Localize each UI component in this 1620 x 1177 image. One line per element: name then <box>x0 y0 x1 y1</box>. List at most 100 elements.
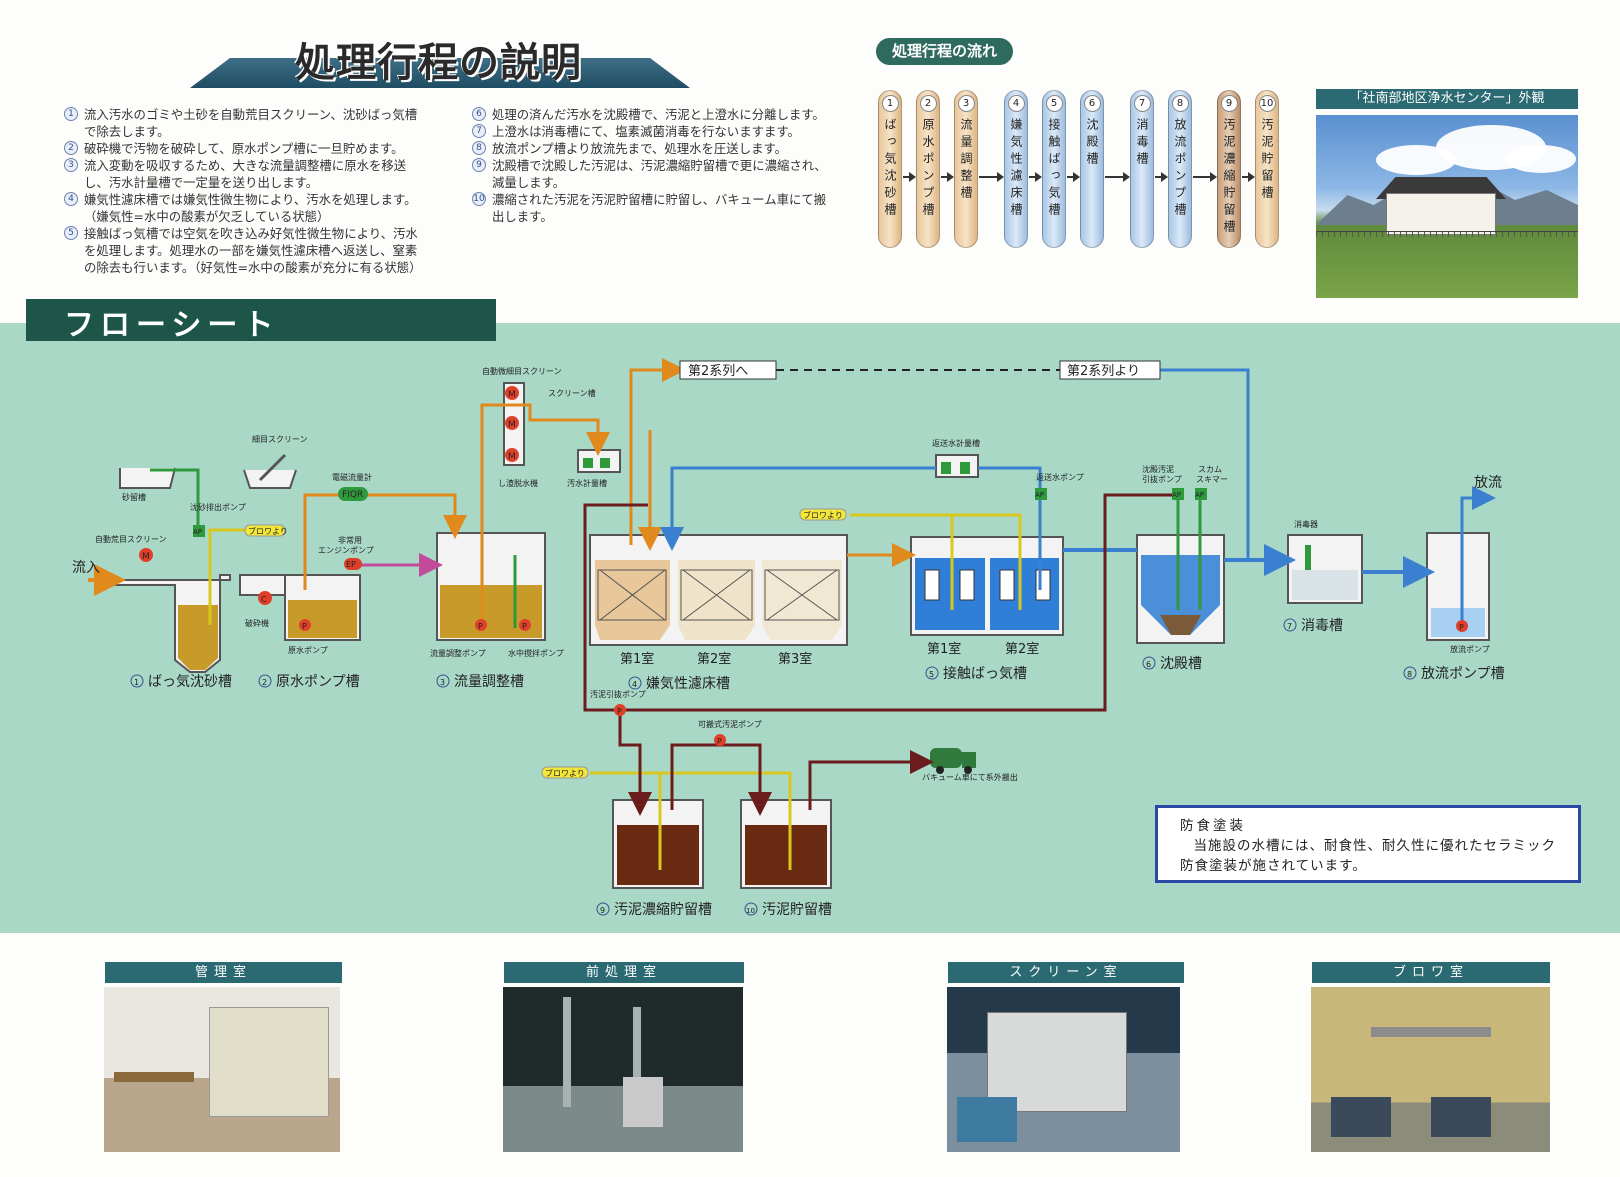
pipe-to-vacuum <box>808 750 934 810</box>
control-room-photo <box>104 987 340 1152</box>
air-pump-symbol: AP <box>1035 491 1044 499</box>
screen-tank-label: スクリーン槽 <box>548 388 596 398</box>
vacuum-truck-icon <box>930 748 976 774</box>
return-pump-label: 返送水ポンプ <box>1036 472 1084 482</box>
pump-symbol: P <box>302 622 307 631</box>
explanation-item: 4 嫌気性濾床槽では嫌気性微生物により、汚水を処理します。（嫌気性=水中の酸素が欠… <box>64 191 424 225</box>
pipe-outflow <box>1460 486 1496 630</box>
crusher-symbol: C <box>261 595 267 604</box>
aeration-room-1: 第1室 <box>927 641 961 657</box>
tank-captions: 1 ばっ気沈砂槽 2 原水ポンプ槽 3 流量調整槽 4 嫌気性濾床槽 5 接触ば… <box>130 618 1505 918</box>
step-number-badge: 8 <box>472 141 486 155</box>
step-number-badge: 2 <box>64 141 78 155</box>
step-number-badge: 9 <box>472 158 486 172</box>
step-number-badge: 3 <box>64 158 78 172</box>
to-series2-box <box>679 360 777 380</box>
motor-symbol: M <box>508 452 516 462</box>
flow-step-label: 接触ばっ気槽 <box>1047 118 1061 220</box>
discharge-pump-label: 放流ポンプ <box>1450 644 1490 654</box>
flow-adj-pump-label: 流量調整ポンプ <box>430 648 486 658</box>
from-series2-label: 第2系列より <box>1067 364 1140 379</box>
emergency-pump-label: エンジンポンプ <box>318 546 374 555</box>
tank-raw-pump <box>284 574 361 641</box>
flow-step-label: 汚泥濃縮貯留槽 <box>1222 118 1236 237</box>
flow-step-number: 3 <box>957 95 975 112</box>
flowmeter-label: 電磁流量計 <box>332 472 372 482</box>
flow-step-number: 4 <box>1007 95 1025 112</box>
sludge-pump-label: 引抜ポンプ <box>1142 474 1182 484</box>
tank-number: 8 <box>1407 670 1412 679</box>
tank-label: 嫌気性濾床槽 <box>646 676 730 692</box>
flow-arrow <box>1067 172 1080 182</box>
air-pump-symbol: AP <box>1172 491 1181 499</box>
flow-arrow <box>1242 172 1255 182</box>
flow-step-number: 9 <box>1220 95 1238 112</box>
auto-coarse-screen-label: 自動荒目スクリーン <box>95 534 167 544</box>
pipe <box>1371 1027 1491 1037</box>
crusher-label: 破砕機 <box>245 618 269 628</box>
pipe-air-aeration <box>850 513 1022 610</box>
scum-skimmer-label: スカム <box>1198 465 1222 474</box>
tank-number: 5 <box>929 670 934 679</box>
pipe-air-sludge <box>590 771 792 870</box>
tank-number: 2 <box>262 678 267 687</box>
step-number-badge: 4 <box>64 192 78 206</box>
return-meter-equipment <box>935 454 979 478</box>
tank-label: 沈殿槽 <box>1160 656 1202 672</box>
motor-symbol: M <box>508 390 516 400</box>
pump-symbols: P P P P P P C EP AP AP AP AP FIQR <box>193 487 1468 746</box>
step-number-badge: 5 <box>64 226 78 240</box>
inflow-label: 流入 <box>72 560 100 576</box>
flow-arrow <box>979 172 1004 182</box>
flow-arrow <box>1105 172 1130 182</box>
explanation-text: 嫌気性濾床槽では嫌気性微生物により、汚水を処理します。（嫌気性=水中の酸素が欠乏… <box>84 192 417 224</box>
motor-symbol: M <box>508 420 516 430</box>
equipment <box>623 1077 663 1127</box>
pump-symbol: P <box>617 707 622 716</box>
flow-step-number: 5 <box>1045 95 1063 112</box>
tank-number: 3 <box>440 678 445 687</box>
step-number-badge: 7 <box>472 124 486 138</box>
cloud <box>1506 145 1576 173</box>
explanation-text: 沈殿槽で沈殿した汚泥は、汚泥濃縮貯留槽で更に濃縮され、減量します。 <box>492 158 827 190</box>
process-flow-title: 処理行程の流れ <box>876 38 1014 65</box>
flow-step-label: ばっ気沈砂槽 <box>883 118 897 220</box>
room-caption: スクリーン室 <box>948 962 1184 983</box>
flow-arrow <box>1193 172 1217 182</box>
title-banner: 処理行程の説明 <box>190 30 690 90</box>
blower-room-photo <box>1311 987 1550 1152</box>
tank-label: 消毒槽 <box>1301 618 1343 634</box>
flowsheet-title: フローシート <box>64 308 280 343</box>
blower <box>1431 1097 1491 1137</box>
room-caption: 管理室 <box>105 962 342 983</box>
anticorrosion-note: 防食塗装 当施設の水槽には、耐食性、耐久性に優れたセラミック防食塗装が施されてい… <box>1155 805 1581 883</box>
pump-symbol: P <box>717 737 722 746</box>
aeration-room-2: 第2室 <box>1005 641 1039 657</box>
blower-tag-label: ブロワより <box>803 510 843 520</box>
flow-step-number: 8 <box>1171 95 1189 112</box>
flow-arrow <box>1155 172 1168 182</box>
pipe-air-grit <box>208 528 245 625</box>
pipe-sludge-to-thickening <box>618 710 652 816</box>
exterior-caption: 「社南部地区浄水センター」外観 <box>1316 89 1578 109</box>
room-caption: ブロワ室 <box>1312 962 1550 983</box>
flow-arrow <box>941 172 954 182</box>
anaerobic-room-1: 第1室 <box>620 651 654 667</box>
flow-step-number: 1 <box>881 95 899 112</box>
flowsheet-tab <box>26 299 496 341</box>
scum-skimmer-label: スキマー <box>1196 475 1228 484</box>
screen-unit <box>987 1012 1127 1112</box>
flow-step-number: 2 <box>919 95 937 112</box>
control-panel <box>209 1007 329 1117</box>
tank-number: 10 <box>746 907 755 915</box>
desk <box>114 1072 194 1082</box>
pipe <box>563 997 571 1107</box>
